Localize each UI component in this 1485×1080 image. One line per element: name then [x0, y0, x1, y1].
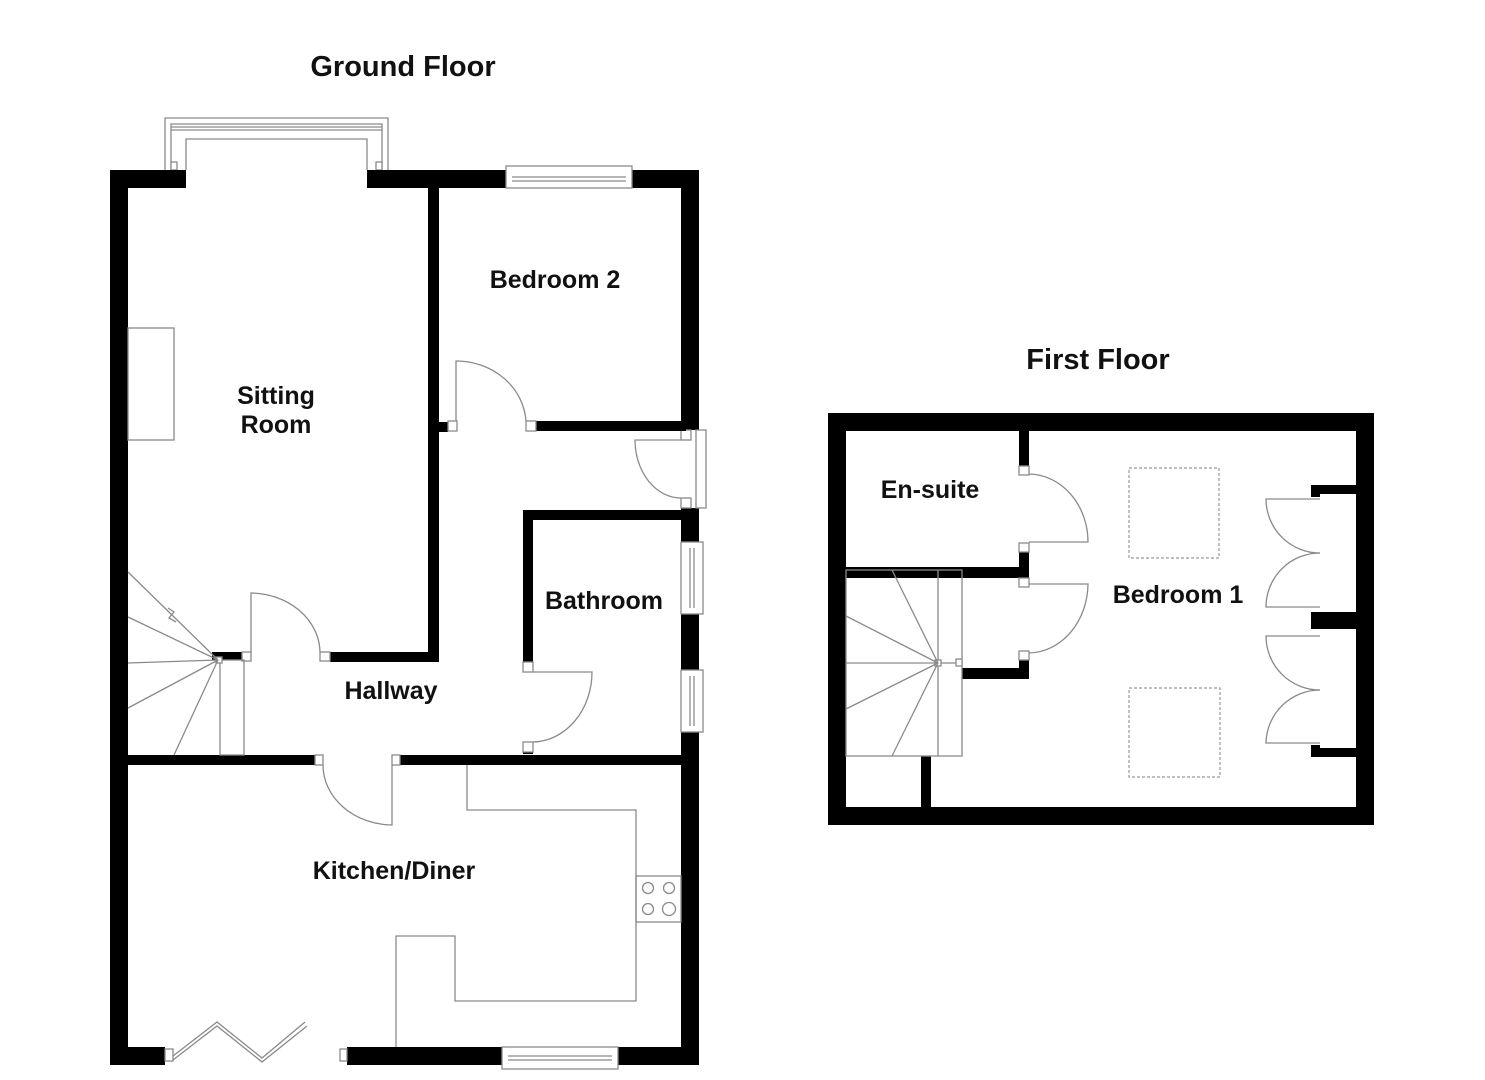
- ground-doors: [164, 360, 593, 1063]
- bedroom2-label: Bedroom 2: [490, 266, 621, 294]
- wardrobe-doors-lower[interactable]: [1265, 635, 1321, 744]
- fireplace: [127, 327, 175, 441]
- kitchen-door[interactable]: [314, 754, 401, 826]
- sitting-room-label-line2: Room: [241, 411, 312, 439]
- first-outer-walls: [828, 413, 1374, 825]
- sitting-room-label: Sitting: [237, 382, 315, 410]
- hallway-label: Hallway: [344, 677, 437, 705]
- landing-door[interactable]: [1018, 577, 1089, 661]
- ground-staircase: [127, 571, 245, 756]
- sitting-room-door[interactable]: [241, 592, 331, 662]
- kitchen-diner-label: Kitchen/Diner: [313, 857, 476, 885]
- ensuite-door[interactable]: [1018, 465, 1089, 553]
- first-floor: First Floor: [828, 344, 1374, 825]
- skylight-lower: [1128, 687, 1221, 778]
- first-staircase: [845, 569, 963, 757]
- first-floor-title: First Floor: [1026, 344, 1169, 376]
- bedroom2-door[interactable]: [447, 360, 537, 432]
- ground-windows: [501, 165, 704, 1070]
- bay-window: [164, 117, 389, 171]
- ground-floor-title: Ground Floor: [310, 51, 495, 83]
- side-door[interactable]: [634, 429, 707, 509]
- ground-outer-walls: [110, 170, 699, 1065]
- bedroom1-label: Bedroom 1: [1113, 581, 1244, 609]
- ground-floor: Ground Floor: [110, 51, 707, 1070]
- kitchen-units: [395, 765, 682, 1047]
- skylight-upper: [1128, 467, 1220, 559]
- wardrobe-doors-upper[interactable]: [1265, 498, 1321, 608]
- bathroom-label: Bathroom: [545, 587, 663, 615]
- bathroom-door[interactable]: [522, 661, 593, 753]
- ensuite-label: En-suite: [881, 476, 980, 504]
- bifold-doors[interactable]: [164, 1021, 348, 1063]
